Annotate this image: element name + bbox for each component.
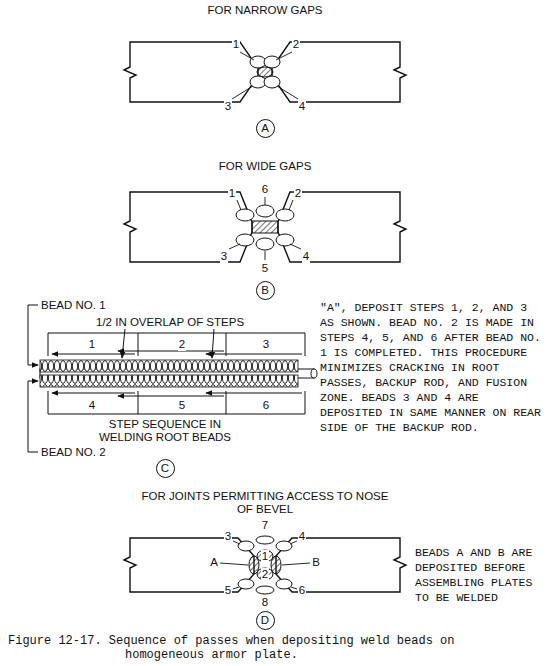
callout-number: 3 [224, 530, 232, 543]
callout-number: 1 [228, 187, 236, 200]
procedure-note: BEADS A AND B ARE DEPOSITED BEFORE ASSEM… [415, 545, 545, 605]
step-number: 6 [262, 399, 270, 412]
callout-number: 2 [294, 187, 302, 200]
step-number: 5 [178, 399, 186, 412]
callout-number: 5 [261, 262, 269, 275]
callout-number: 4 [302, 250, 310, 263]
callout-number: 3 [224, 100, 232, 113]
callout-number: 6 [261, 183, 269, 196]
figure-caption: Figure 12-17. Sequence of passes when de… [8, 634, 528, 662]
callout-number: 3 [220, 250, 228, 263]
callout-number: 5 [224, 584, 232, 597]
callout-number: A [209, 556, 219, 569]
panel-title: FOR WIDE GAPS [218, 160, 313, 173]
callout-number: 7 [261, 519, 269, 532]
root-bead-steps [28, 305, 317, 452]
callout-number: 8 [261, 596, 269, 609]
panel-title: FOR JOINTS PERMITTING ACCESS TO NOSE OF … [139, 490, 391, 516]
note-label: 1/2 IN OVERLAP OF STEPS [95, 316, 245, 329]
panel-letter-circle: A [256, 119, 275, 138]
callout-number: B [311, 556, 321, 569]
panel-letter-circle: D [256, 611, 275, 630]
callout-number: 4 [298, 530, 306, 543]
panel-letter: B [261, 284, 269, 296]
callout-number: 1 [232, 38, 240, 51]
panel-letter-circle: C [156, 459, 175, 478]
panel-letter: D [261, 614, 269, 626]
panel-letter-circle: B [256, 281, 275, 300]
panel-letter: C [161, 462, 169, 474]
callout-number: 2 [292, 38, 300, 51]
callout-number: 1 [261, 550, 269, 563]
callout-number: 6 [298, 584, 306, 597]
panel-title: FOR NARROW GAPS [206, 4, 323, 17]
bead-label: BEAD NO. 1 [40, 299, 107, 312]
callout-number: 4 [298, 100, 306, 113]
bead-label: BEAD NO. 2 [40, 446, 107, 459]
step-title: STEP SEQUENCE IN WELDING ROOT BEADS [94, 418, 236, 444]
step-number: 3 [262, 338, 270, 351]
step-number: 1 [88, 338, 96, 351]
step-number: 2 [178, 338, 186, 351]
callout-number: 2 [261, 568, 269, 581]
panel-letter: A [261, 122, 269, 134]
procedure-note: "A", DEPOSIT STEPS 1, 2, AND 3 AS SHOWN.… [320, 300, 546, 435]
step-number: 4 [88, 399, 96, 412]
